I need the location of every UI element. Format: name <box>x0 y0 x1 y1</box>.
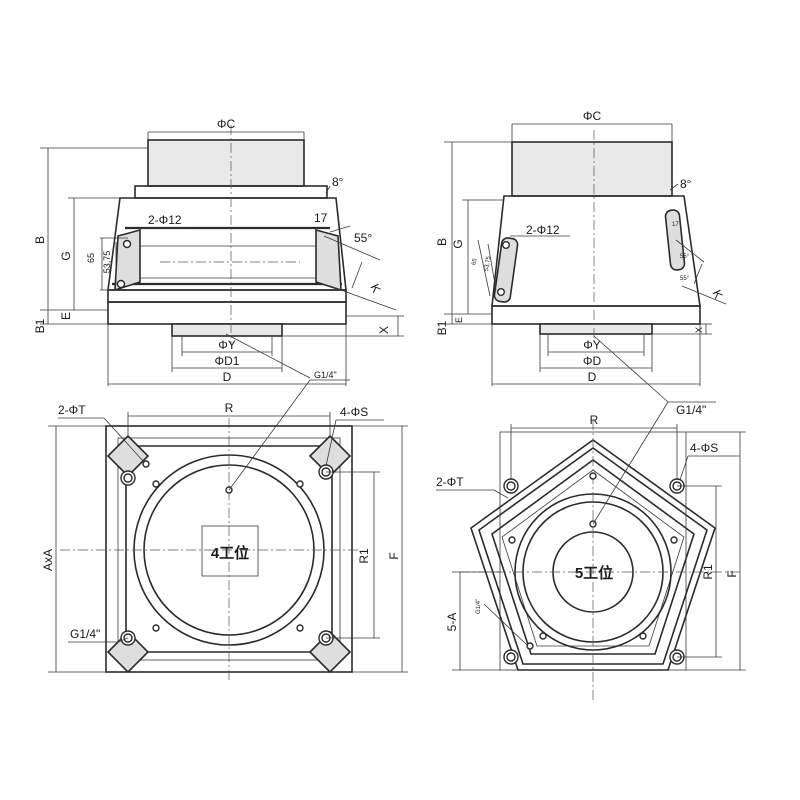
dim-x-label: X <box>377 326 391 334</box>
dim-b1-label: B1 <box>435 320 449 335</box>
hole-t-label: 2-ΦT <box>58 403 86 417</box>
dim-r-label: R <box>590 413 599 427</box>
dim-k-label: K <box>710 288 726 301</box>
hole-callout-label: 2-Φ12 <box>526 223 560 237</box>
dim-f-label: F <box>387 552 401 559</box>
dim-k-label: K <box>368 282 384 295</box>
dim-r1-label: R1 <box>357 548 371 564</box>
angle-8-label: 8° <box>332 175 344 189</box>
dim-y-label: ΦY <box>583 338 601 352</box>
tapered-body <box>107 197 347 291</box>
right-slot <box>664 209 686 271</box>
dim-17-label: 17 <box>314 211 328 225</box>
pentagon-outer <box>470 439 716 671</box>
dim-d1-label: ΦD1 <box>215 354 240 368</box>
dim-5375-label: 53,75 <box>484 255 493 271</box>
dim-5375-label: 53,75 <box>102 251 112 274</box>
dim-65-label: 65 <box>86 253 96 263</box>
station-box <box>201 525 259 577</box>
base-plate <box>491 305 701 325</box>
dim-c-label: ΦC <box>583 109 602 123</box>
dim-d-label: D <box>588 370 597 384</box>
dim-e-label: E <box>59 312 73 320</box>
dim-g-label: G <box>451 239 465 248</box>
base-plate <box>107 301 347 325</box>
hole-s-label: 4-ΦS <box>690 441 718 455</box>
angle-55b-label: 55° <box>680 276 690 282</box>
square-side-view: ΦC B G E B1 65 53,75 2-Φ12 8° 17 55° K <box>33 117 404 386</box>
hole-callout-label: 2-Φ12 <box>148 213 182 227</box>
left-slot <box>493 237 519 303</box>
spigot <box>171 323 283 337</box>
corner-clamp-tl <box>106 434 150 478</box>
dim-axa-label: AxA <box>41 549 55 571</box>
dim-d-label: D <box>223 370 232 384</box>
square-top-view: 4工位 R 2-ΦT 4-ΦS AxA <box>41 379 408 682</box>
pentagon-top-view: 5工位 R G1/4" 4-ΦS 2-ΦT <box>436 335 746 700</box>
pentagon-side-view: ΦC B G E B1 65 53,75 2-Φ12 8° 17 55° 55°… <box>435 109 727 386</box>
hole-t-label: 2-ΦT <box>436 475 464 489</box>
dim-f-label: F <box>725 570 739 577</box>
angle-8-label: 8° <box>680 177 692 191</box>
hole-s-label: 4-ΦS <box>340 405 368 419</box>
port-label: G1/4" <box>676 403 706 417</box>
top-cap <box>511 141 673 197</box>
dim-y-label: ΦY <box>218 338 236 352</box>
station-label: 5工位 <box>575 564 613 582</box>
dim-r-label: R <box>225 401 234 415</box>
port-label: G1/4" <box>314 370 337 380</box>
angle-55-label: 55° <box>354 231 372 245</box>
dim-5a-label: 5-A <box>445 613 459 632</box>
port-side-label: G1/4" <box>476 599 482 614</box>
dim-b-label: B <box>435 238 449 246</box>
dim-65-label: 65 <box>471 257 478 265</box>
right-slot <box>315 228 342 292</box>
dim-b-label: B <box>33 236 47 244</box>
dim-e-label: E <box>454 317 464 323</box>
dim-c-label: ΦC <box>217 117 236 131</box>
angle-55a-label: 55° <box>680 254 690 260</box>
dim-phi-d-label: ΦD <box>583 354 602 368</box>
dim-g-label: G <box>59 251 73 260</box>
top-cap <box>147 139 305 187</box>
dim-r1-label: R1 <box>701 564 715 580</box>
dim-x-label: X <box>694 327 704 333</box>
dim-17-label: 17 <box>672 222 679 228</box>
base-flange <box>107 289 347 303</box>
station-label: 4工位 <box>211 544 249 562</box>
port-label: G1/4" <box>70 627 100 641</box>
dim-b1-label: B1 <box>33 318 47 333</box>
spigot <box>539 323 653 335</box>
